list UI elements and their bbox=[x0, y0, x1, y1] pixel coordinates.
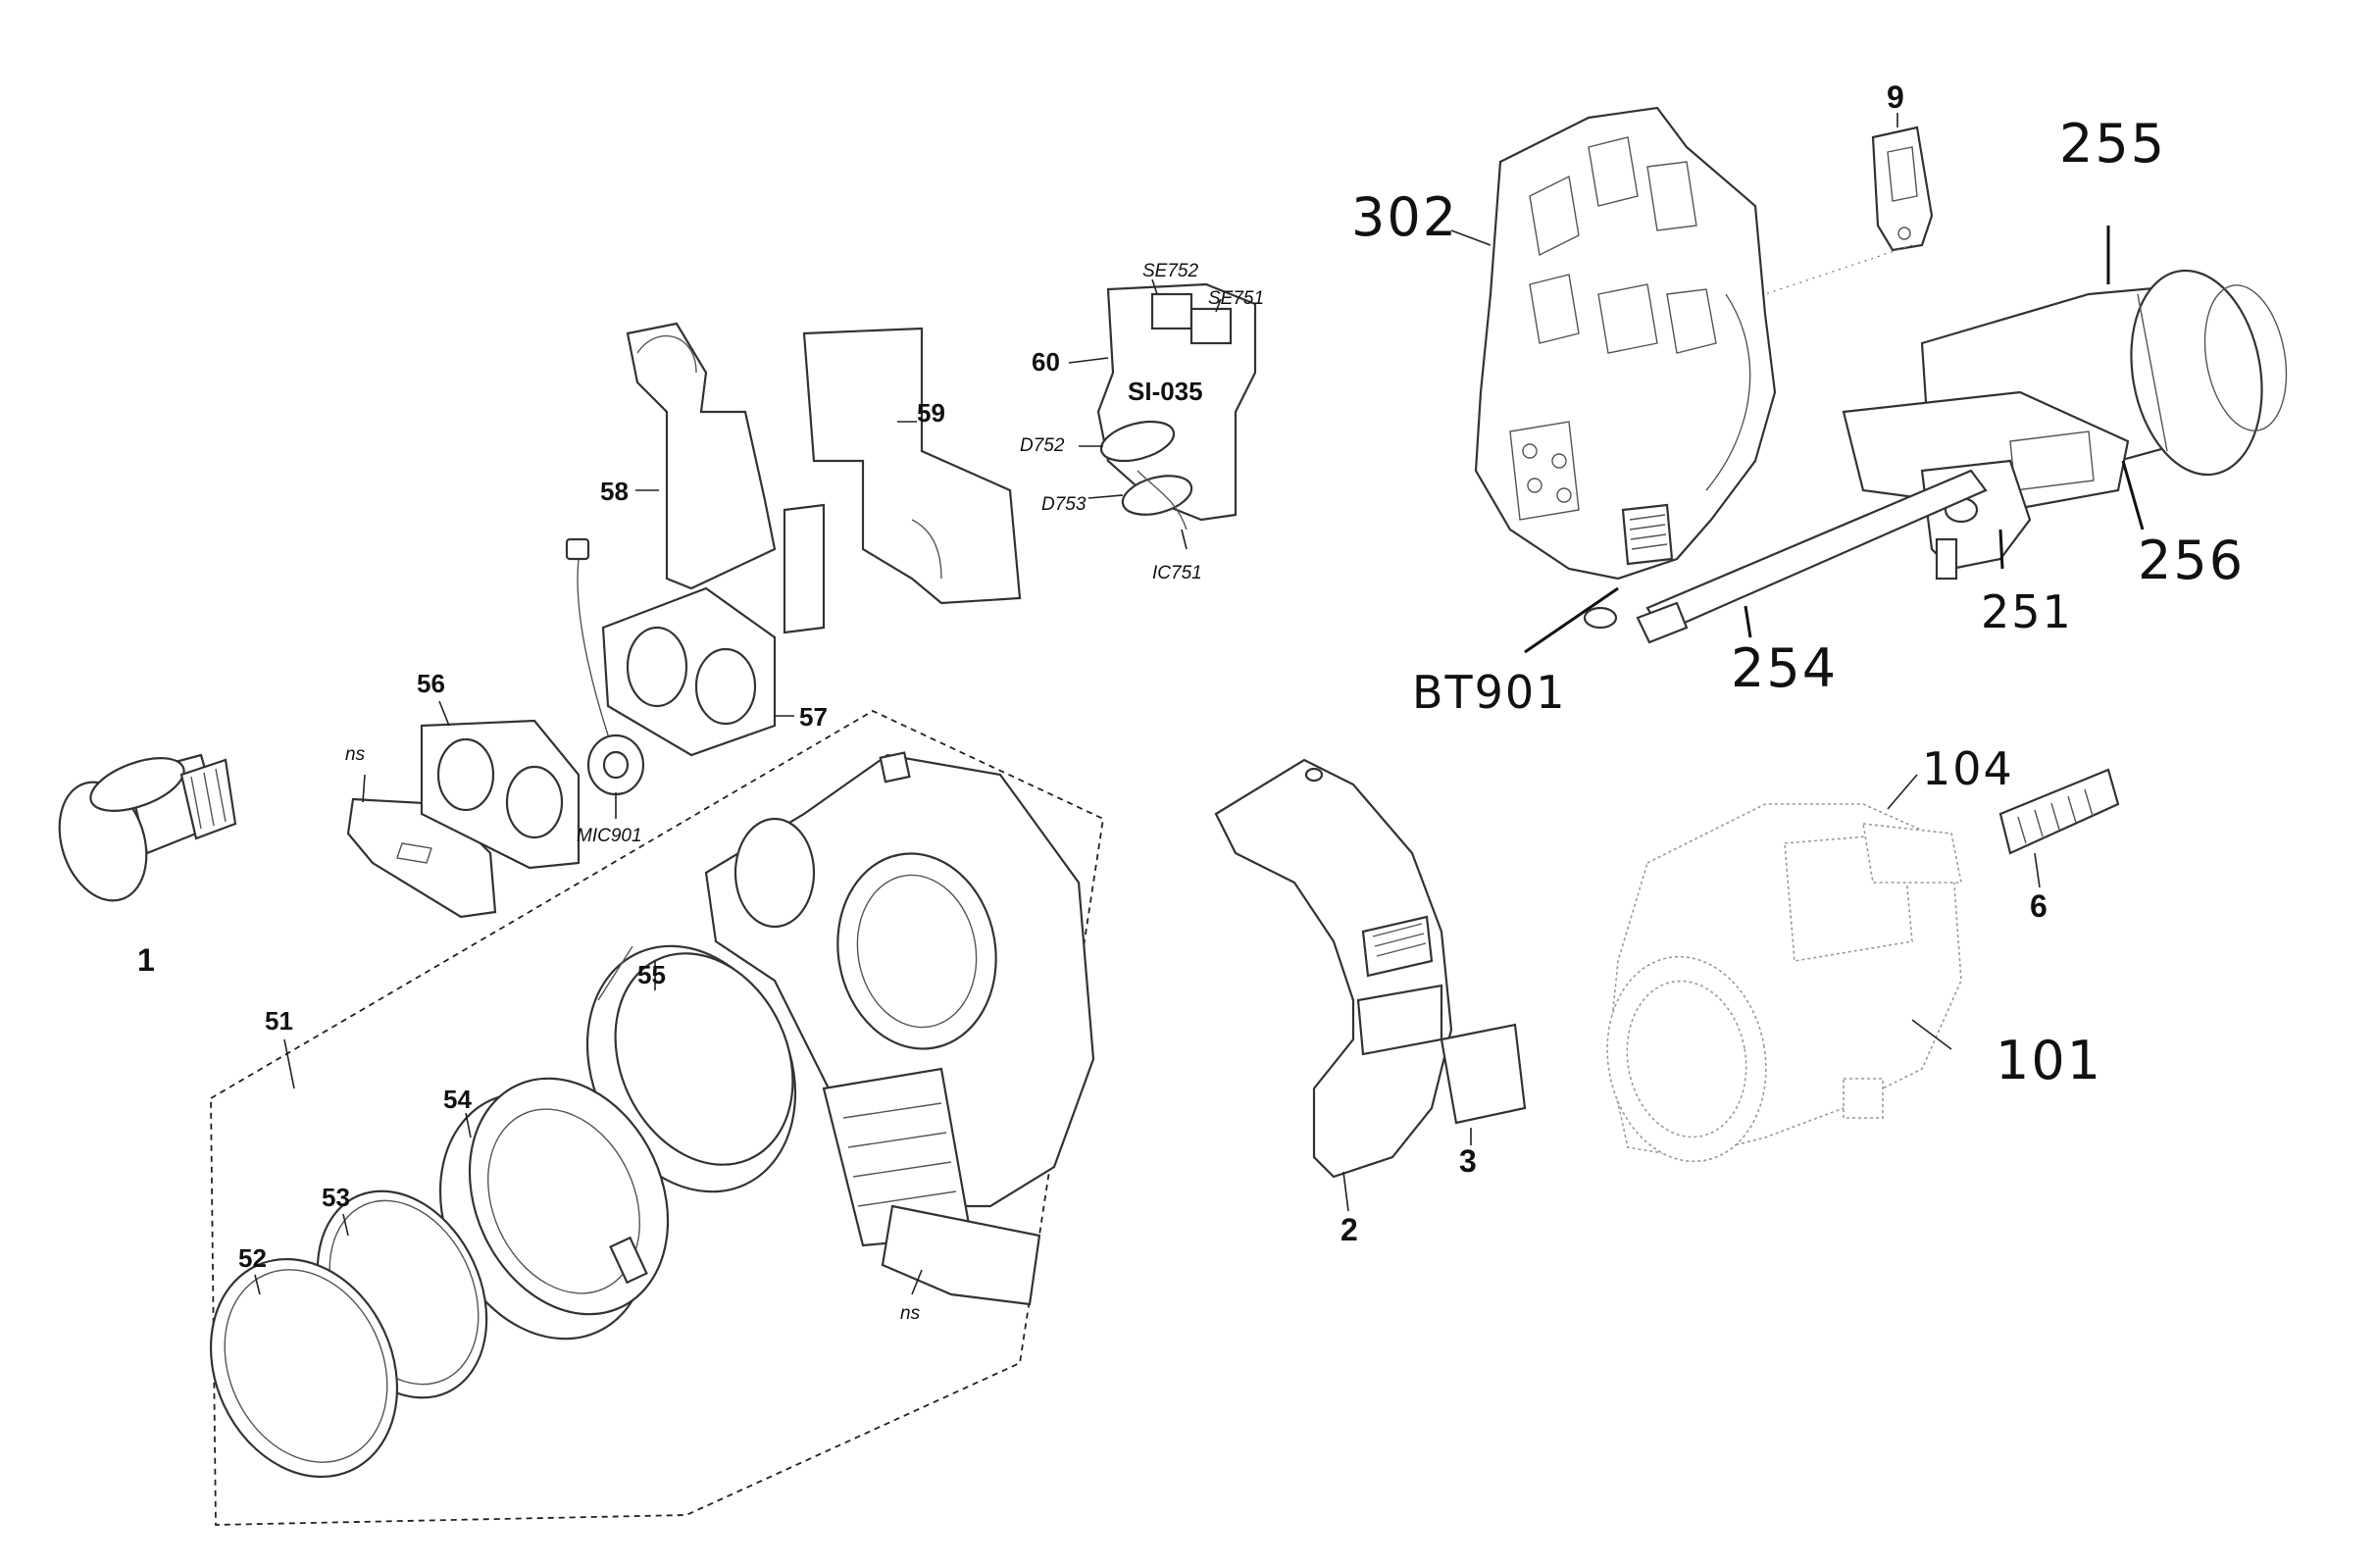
label-9: 9 bbox=[1887, 79, 1904, 115]
part-302-chassis bbox=[1450, 106, 1777, 581]
part-mic901 bbox=[565, 537, 645, 819]
part-58-bracket bbox=[626, 322, 826, 634]
part-56-lens-holder bbox=[420, 700, 581, 870]
part-2-side-cover bbox=[1214, 758, 1453, 1212]
label-254: 254 bbox=[1731, 637, 1838, 699]
label-60: 60 bbox=[1032, 347, 1060, 377]
label-se751: SE751 bbox=[1208, 288, 1264, 309]
label-2: 2 bbox=[1340, 1212, 1358, 1247]
label-se752: SE752 bbox=[1142, 261, 1198, 281]
part-9-small-bracket bbox=[1764, 113, 1934, 295]
part-6-flat-strip bbox=[1998, 768, 2120, 888]
part-104-lens-connector bbox=[1862, 774, 1962, 884]
label-53: 53 bbox=[322, 1183, 350, 1212]
label-51: 51 bbox=[265, 1006, 293, 1036]
label-57: 57 bbox=[799, 702, 828, 732]
part-54-lens-hood bbox=[438, 1077, 670, 1340]
label-101: 101 bbox=[1996, 1030, 2102, 1091]
label-mic901: MIC901 bbox=[577, 826, 642, 846]
label-104: 104 bbox=[1922, 742, 2014, 795]
part-52-outer-ring bbox=[209, 1257, 399, 1479]
label-59: 59 bbox=[917, 398, 945, 428]
part-51-front-housing-group bbox=[210, 709, 1104, 1526]
part-57-lens-frame bbox=[601, 586, 794, 757]
label-251: 251 bbox=[1981, 585, 2073, 638]
label-54: 54 bbox=[443, 1085, 472, 1114]
label-ns-housing: ns bbox=[900, 1303, 921, 1324]
label-256: 256 bbox=[2138, 530, 2245, 591]
label-1: 1 bbox=[137, 942, 155, 978]
label-ic751: IC751 bbox=[1152, 563, 1202, 583]
part-101-lens-block bbox=[1606, 803, 1962, 1163]
callout-labels: 1 2 3 6 9 51 52 53 54 55 56 57 58 59 60 … bbox=[137, 79, 2245, 1324]
part-60-circuit-board bbox=[1068, 278, 1257, 550]
label-52: 52 bbox=[238, 1243, 267, 1273]
label-255: 255 bbox=[2059, 113, 2166, 175]
label-55: 55 bbox=[637, 960, 666, 989]
label-board-code: SI-035 bbox=[1128, 377, 1203, 406]
part-51-housing-body bbox=[704, 751, 1095, 1306]
label-ns-left: ns bbox=[345, 744, 366, 765]
label-d753: D753 bbox=[1041, 494, 1087, 515]
label-302: 302 bbox=[1351, 186, 1458, 248]
part-bt901-battery bbox=[1524, 586, 1619, 654]
label-d752: D752 bbox=[1020, 435, 1065, 456]
part-254-flex-cable bbox=[1636, 469, 1988, 644]
part-1-knob bbox=[58, 753, 237, 902]
label-56: 56 bbox=[417, 669, 445, 698]
label-58: 58 bbox=[600, 477, 629, 506]
part-3-pad bbox=[1440, 1023, 1527, 1145]
label-3: 3 bbox=[1459, 1143, 1477, 1179]
part-59-flex-sheet bbox=[802, 327, 1022, 605]
label-6: 6 bbox=[2030, 888, 2047, 924]
label-bt901: BT901 bbox=[1412, 666, 1566, 719]
